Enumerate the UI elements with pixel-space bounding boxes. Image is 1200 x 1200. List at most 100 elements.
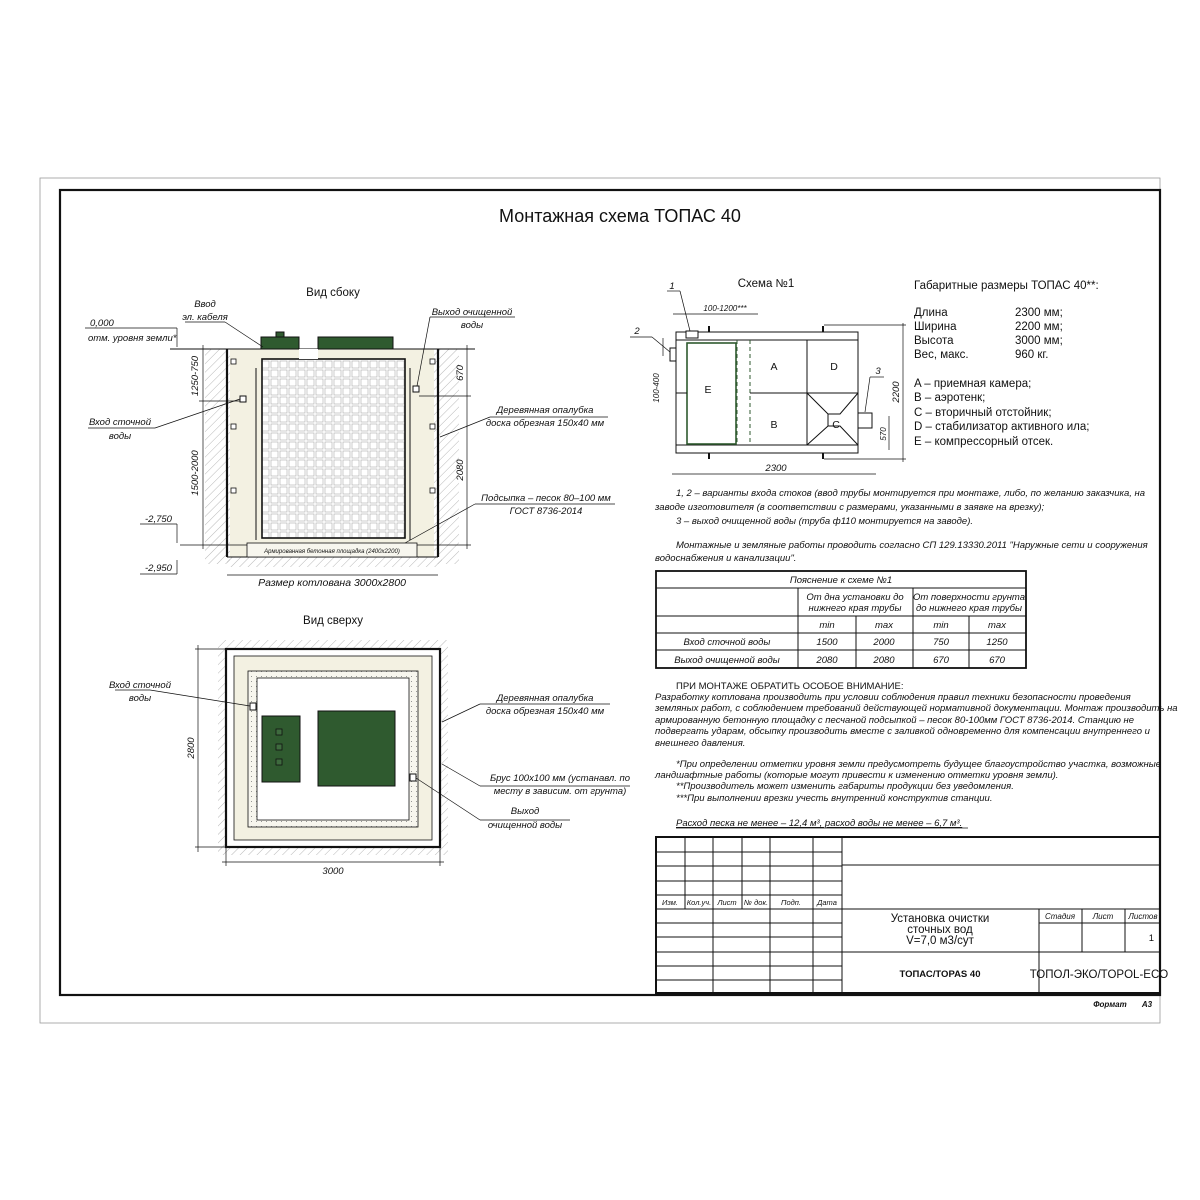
svg-text:Вход сточной воды: Вход сточной воды xyxy=(684,637,771,648)
svg-text:2200 мм;: 2200 мм; xyxy=(1015,321,1063,333)
legend-d: D – стабилизатор активного ила; xyxy=(914,421,1089,433)
svg-text:3 – выход очищенной воды (труб: 3 – выход очищенной воды (труба ф110 мон… xyxy=(676,516,973,527)
scheme-title: Схема №1 xyxy=(738,278,795,290)
top-dim-height: 2800 xyxy=(186,737,197,760)
svg-text:Изм.: Изм. xyxy=(662,898,678,907)
svg-text:*При определении отметки уровн: *При определении отметки уровня земли пр… xyxy=(676,759,1161,770)
svg-text:670: 670 xyxy=(989,655,1006,666)
top-dim-width: 3000 xyxy=(322,866,344,877)
pipe-3 xyxy=(857,412,873,429)
svg-text:1250: 1250 xyxy=(986,637,1008,648)
svg-text:Выход очищенной воды: Выход очищенной воды xyxy=(674,655,780,666)
cable-entry-label: Ввод xyxy=(194,299,216,310)
mark-2950: -2,950 xyxy=(145,563,173,574)
svg-text:ГОСТ 8736-2014: ГОСТ 8736-2014 xyxy=(510,506,583,517)
svg-text:эл. кабеля: эл. кабеля xyxy=(182,312,228,323)
svg-text:воды: воды xyxy=(109,431,131,442)
attention-notes: ПРИ МОНТАЖЕ ОБРАТИТЬ ОСОБОЕ ВНИМАНИЕ: Ра… xyxy=(654,681,1178,829)
dim-width: 2200 xyxy=(891,381,902,404)
formwork-label-side: Деревянная опалубка xyxy=(496,405,594,416)
inlet-pipe-top xyxy=(249,702,257,711)
dim-outlet-depth: 670 xyxy=(455,364,466,381)
table-row: Выход очищенной воды 2080 2080 670 670 xyxy=(674,655,1005,666)
svg-text:2080: 2080 xyxy=(815,655,838,666)
svg-text:Лист: Лист xyxy=(1092,912,1114,921)
formwork-label-top: Деревянная опалубка xyxy=(496,693,594,704)
explanation-table: Пояснение к схеме №1 От дна установки до… xyxy=(655,570,1027,669)
outlet-pipe-top xyxy=(409,773,417,782)
chamber-d-label: D xyxy=(830,361,838,373)
dim-left: 100-400 xyxy=(652,373,661,403)
svg-text:заводе изготовителя (в соответ: заводе изготовителя (в соответствии с ра… xyxy=(654,502,1044,513)
svg-text:Формат: Формат xyxy=(1093,1000,1126,1009)
svg-text:доска обрезная 150х40 мм: доска обрезная 150х40 мм xyxy=(486,706,605,717)
title-block: Изм. Кол.уч. Лист № док. Подп. Дата Уста… xyxy=(655,836,1168,1009)
product-name: ТОПАС/TOPAS 40 xyxy=(900,969,981,980)
notes: 1, 2 – варианты входа стоков (ввод трубы… xyxy=(654,488,1148,564)
svg-text:Вес, макс.: Вес, макс. xyxy=(914,349,969,361)
callout-2: 2 xyxy=(633,326,640,337)
svg-text:месту в зависим. от грунта): месту в зависим. от грунта) xyxy=(494,786,627,797)
dim-inlet-depth: 1250-750 xyxy=(190,355,201,396)
svg-text:внешнего давления.: внешнего давления. xyxy=(655,738,745,749)
svg-text:От дна установки до: От дна установки до xyxy=(806,592,903,603)
svg-text:Длина: Длина xyxy=(914,307,948,319)
svg-text:Высота: Высота xyxy=(914,335,954,347)
svg-text:Ширина: Ширина xyxy=(914,321,957,333)
svg-text:сточных вод: сточных вод xyxy=(907,924,973,936)
svg-text:№ док.: № док. xyxy=(744,898,768,907)
side-view-title: Вид сбоку xyxy=(306,287,360,299)
svg-text:доска обрезная 150х40 мм: доска обрезная 150х40 мм xyxy=(486,418,605,429)
legend-e: E – компрессорный отсек. xyxy=(914,436,1053,448)
top-view-title: Вид сверху xyxy=(303,615,363,627)
pad-label: Армированная бетонная площадка (2400х220… xyxy=(263,549,400,555)
svg-text:Дата: Дата xyxy=(816,898,837,907)
ground-mark-value: 0,000 xyxy=(90,318,114,329)
legend-b: B – аэротенк; xyxy=(914,392,985,404)
svg-text:очищенной воды: очищенной воды xyxy=(488,820,562,831)
chamber-a-label: A xyxy=(770,361,777,373)
svg-text:Лист: Лист xyxy=(716,898,736,907)
outlet-label-top: Выход xyxy=(511,806,540,817)
dim-inlet-height: 1500-2000 xyxy=(190,450,201,496)
inlet-label-side: Вход сточной xyxy=(89,417,152,428)
sheet-count: 1 xyxy=(1149,933,1154,944)
callout-1: 1 xyxy=(669,281,674,292)
dim-length: 2300 xyxy=(764,463,787,474)
svg-text:670: 670 xyxy=(933,655,950,666)
pipe-1 xyxy=(685,330,699,339)
svg-text:min: min xyxy=(933,620,948,631)
svg-text:1500: 1500 xyxy=(816,637,838,648)
svg-text:ландшафтные работы (которые мо: ландшафтные работы (которые могут привес… xyxy=(654,770,1058,781)
tank-lid-small xyxy=(260,336,300,350)
sheet-inner-frame xyxy=(58,188,1162,997)
svg-text:воды: воды xyxy=(461,320,483,331)
concrete-pad xyxy=(246,542,418,558)
company-name: ТОПОЛ-ЭКО/TOPOL-ECO xyxy=(1030,969,1168,981)
outlet-label-side: Выход очищенной xyxy=(432,307,513,318)
pipe-2 xyxy=(669,347,677,362)
svg-text:max: max xyxy=(875,620,894,631)
table-row: Вход сточной воды 1500 2000 750 1250 xyxy=(684,637,1009,648)
dim-outlet-height: 2080 xyxy=(455,459,466,482)
svg-text:1, 2 – варианты входа стоков: 1, 2 – варианты входа стоков (ввод трубы… xyxy=(676,488,1145,499)
svg-text:земляных работ, с соблюдением: земляных работ, с соблюдением требований… xyxy=(654,703,1178,714)
svg-text:max: max xyxy=(988,620,1007,631)
outlet-pipe xyxy=(412,385,420,393)
ground-mark-label: отм. уровня земли* xyxy=(88,333,177,344)
soil-hatch-bottom xyxy=(227,557,442,567)
svg-text:750: 750 xyxy=(933,637,950,648)
chamber-b-label: B xyxy=(770,419,777,431)
format-value: А3 xyxy=(1141,1000,1153,1009)
scheme-1: Схема №1 A B C D E 100-1200*** 100-400 2… xyxy=(630,278,906,475)
svg-text:**Производитель может изменить: **Производитель может изменить габариты … xyxy=(676,781,1014,792)
inlet-label-top: Вход сточной xyxy=(109,680,172,691)
beam-label-top: Брус 100х100 мм (устанавл. по xyxy=(490,773,630,784)
consumption-note: Расход песка не менее – 12,4 м³, расход … xyxy=(676,818,962,829)
callout-3: 3 xyxy=(875,366,881,377)
top-view: Вид сверху 2800 3000 Вход сточной воды Д… xyxy=(109,615,630,877)
formwork-beams xyxy=(230,358,436,494)
side-view: Вид сбоку Армированная бетонная площадка… xyxy=(85,287,615,589)
svg-text:Листов: Листов xyxy=(1127,912,1157,921)
svg-text:2300 мм;: 2300 мм; xyxy=(1015,307,1063,319)
